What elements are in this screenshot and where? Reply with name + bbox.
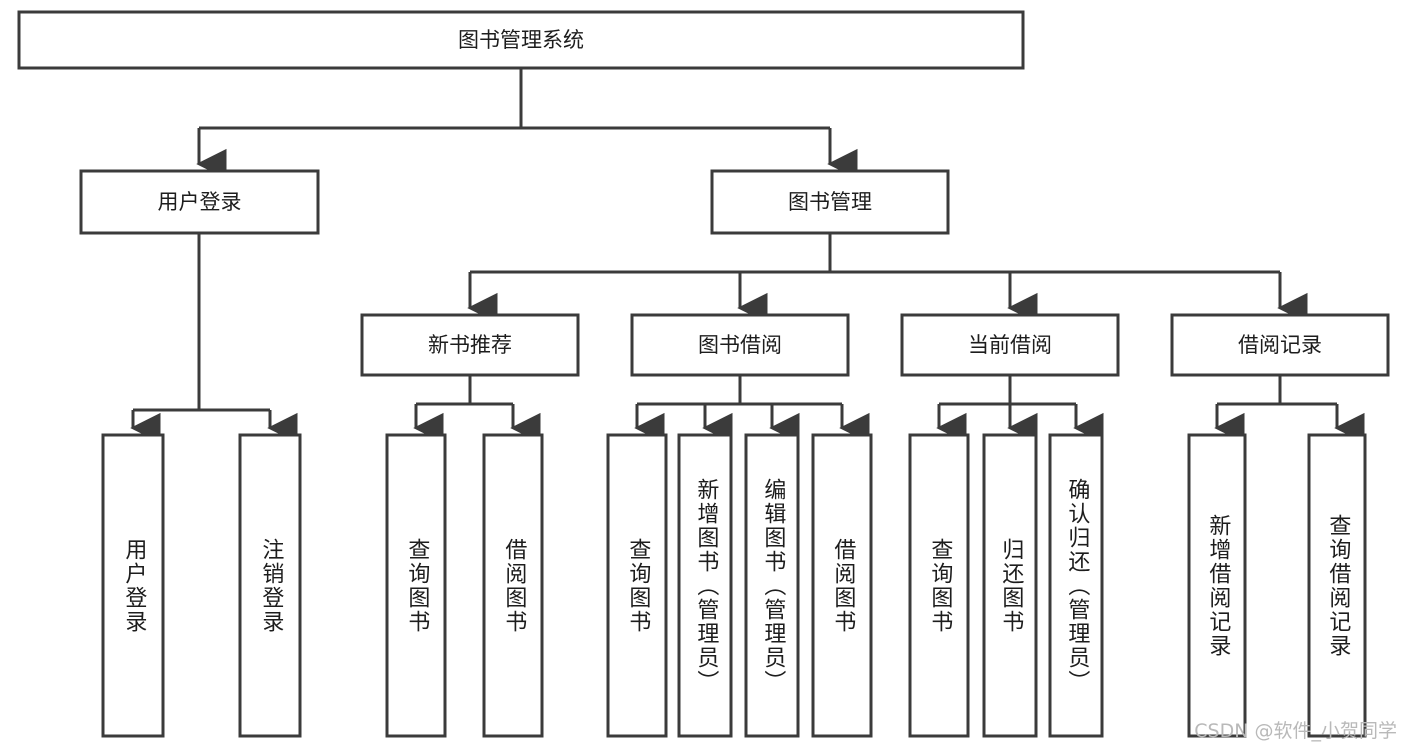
leaf-node-box-9[interactable]	[982, 433, 1038, 738]
connector-layer	[130, 68, 1365, 444]
leaf-node-box-0[interactable]	[101, 433, 165, 738]
leaf-node-box-12[interactable]	[1307, 433, 1367, 738]
level3-node-label-1: 图书借阅	[698, 333, 782, 357]
level3-node-label-2: 当前借阅	[968, 333, 1052, 357]
root-node-box[interactable]	[17, 10, 1025, 70]
leaf-node-box-7[interactable]	[811, 433, 873, 738]
leaf-node-box-2[interactable]	[385, 433, 447, 738]
level2-node-box-1[interactable]	[710, 169, 950, 235]
leaf-node-box-5[interactable]	[677, 433, 733, 738]
leaf-node-box-10[interactable]	[1048, 433, 1104, 738]
leaf-node-box-3[interactable]	[482, 433, 544, 738]
level2-node-box-0[interactable]	[79, 169, 320, 235]
level3-node-label-3: 借阅记录	[1238, 333, 1322, 357]
leaf-node-box-11[interactable]	[1187, 433, 1247, 738]
leaf-node-box-4[interactable]	[606, 433, 668, 738]
level3-node-box-2[interactable]	[900, 313, 1120, 377]
level2-node-label-0: 用户登录	[158, 190, 242, 214]
level3-node-label-0: 新书推荐	[428, 333, 512, 357]
level3-node-box-3[interactable]	[1170, 313, 1390, 377]
watermark: CSDN @软件_小贺同学	[1194, 720, 1397, 742]
leaf-node-box-8[interactable]	[908, 433, 970, 738]
level3-node-box-1[interactable]	[630, 313, 850, 377]
level2-node-label-1: 图书管理	[788, 190, 872, 214]
leaf-node-box-6[interactable]	[744, 433, 800, 738]
level3-node-box-0[interactable]	[360, 313, 580, 377]
root-node-label: 图书管理系统	[458, 28, 584, 52]
leaf-node-box-1[interactable]	[238, 433, 302, 738]
